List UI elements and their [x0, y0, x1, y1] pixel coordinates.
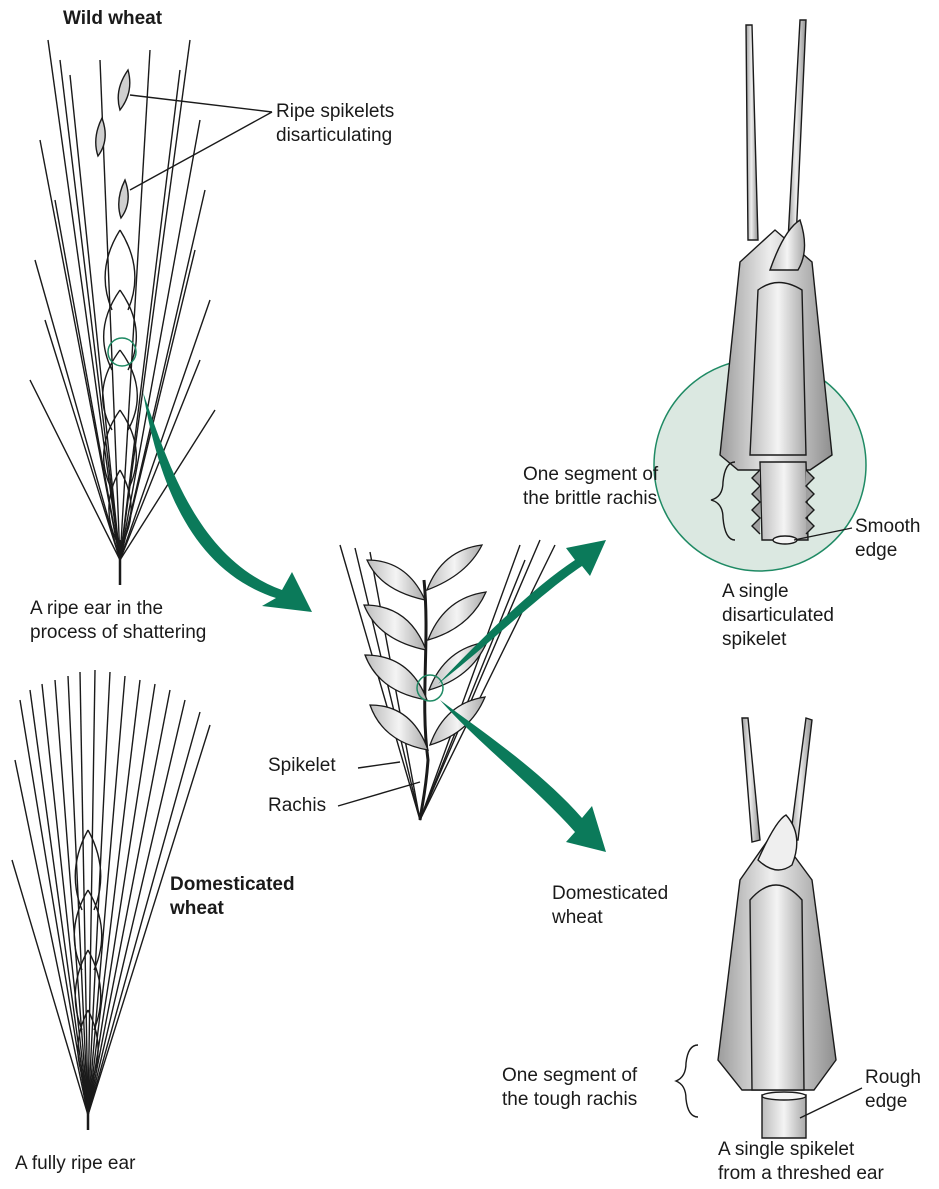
ripe-spikelets-pointers [130, 95, 272, 190]
domesticated-wheat-title: Domesticated wheat [170, 873, 295, 921]
ripe-spikelets-label: Ripe spikelets disarticulating [276, 100, 394, 148]
brittle-rachis-label: One segment of the brittle rachis [523, 463, 658, 511]
disarticulated-spikelet [720, 20, 832, 544]
threshed-spikelet [718, 718, 836, 1138]
ripe-ear-caption: A ripe ear in the process of shattering [30, 597, 206, 645]
wild-wheat-title: Wild wheat [63, 7, 162, 31]
fully-ripe-caption: A fully ripe ear [15, 1152, 135, 1176]
domesticated-wheat-mid-label: Domesticated wheat [552, 882, 668, 930]
rachis-label: Rachis [268, 794, 326, 818]
tough-rachis-label: One segment of the tough rachis [502, 1064, 637, 1112]
spikelet-label: Spikelet [268, 754, 336, 778]
threshed-spikelet-caption: A single spikelet from a threshed ear [718, 1138, 884, 1186]
disarticulated-spikelet-caption: A single disarticulated spikelet [722, 580, 834, 652]
smooth-edge-label: Smooth edge [855, 515, 920, 563]
rough-edge-label: Rough edge [865, 1066, 921, 1114]
